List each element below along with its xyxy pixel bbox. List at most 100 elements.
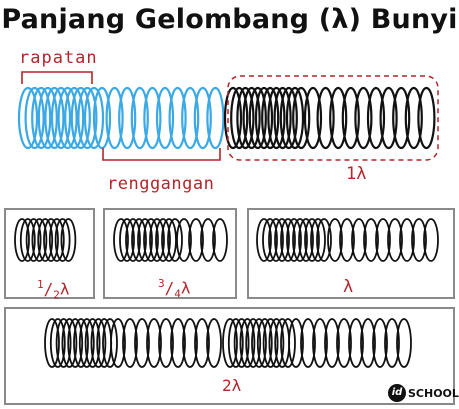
wavelength-box [247, 208, 455, 299]
spring-coil [248, 86, 267, 150]
spring-coil [285, 86, 305, 150]
top-spring [17, 86, 436, 150]
spring-coil [168, 86, 187, 150]
spring-coil [292, 86, 311, 150]
spring-coil [375, 218, 391, 262]
spring-coil [57, 86, 78, 150]
spring-coil [268, 318, 285, 368]
half-wavelength-label: 1/2λ [37, 278, 70, 302]
spring-coil [384, 318, 400, 368]
rapatan-label: rapatan [19, 48, 98, 68]
two-wavelength-box [4, 307, 455, 405]
half-wavelength-box [4, 208, 95, 299]
spring-coil [49, 318, 66, 368]
spring-coil [31, 218, 48, 262]
spring-coil [19, 218, 36, 262]
logo-badge: id [388, 384, 406, 402]
spring-coil [55, 318, 72, 368]
spring-coil [77, 86, 98, 150]
fraction-denominator: 4 [174, 287, 181, 301]
spring-coil [251, 318, 267, 368]
spring-coil [262, 318, 279, 368]
spring-coil [279, 86, 298, 150]
spring-coil [280, 218, 296, 262]
three-quarter-wavelength-spring [113, 218, 228, 262]
spring-coil [161, 218, 177, 262]
renggangan-label: renggangan [107, 174, 215, 194]
fraction-numerator: 1 [37, 278, 44, 291]
three-quarter-wavelength-label: 3/4λ [158, 277, 191, 301]
spring-coil [149, 218, 165, 262]
spring-coil [134, 318, 150, 368]
spring-coil [73, 318, 89, 368]
idschool-logo: id SCHOOL [388, 383, 459, 403]
spring-coil [119, 218, 135, 262]
wavelength-label: λ [343, 277, 354, 297]
spring-coil [280, 318, 296, 368]
spring-coil [227, 318, 244, 368]
spring-coil [230, 86, 249, 150]
spring-coil [236, 86, 255, 150]
fraction-slash: / [164, 278, 175, 298]
spring-coil [64, 86, 85, 150]
spring-coil [360, 318, 376, 368]
spring-coil [233, 318, 250, 368]
spring-coil [70, 86, 91, 150]
spring-coil [339, 218, 355, 262]
spring-coil [274, 218, 290, 262]
spring-coil [396, 318, 412, 368]
spring-coil [48, 218, 65, 262]
spring-coil [193, 86, 212, 150]
spring-coil [155, 86, 175, 150]
three-quarter-wavelength-box [103, 208, 237, 299]
spring-coil [404, 86, 423, 150]
spring-coil [143, 218, 159, 262]
spring-coil [223, 86, 243, 150]
spring-coil [372, 318, 388, 368]
spring-coil [155, 218, 171, 262]
fraction-slash: / [43, 279, 54, 299]
spring-coil [50, 86, 72, 150]
spring-coil [392, 86, 411, 150]
spring-coil [329, 86, 348, 150]
spring-coil [212, 218, 228, 262]
spring-coil [327, 218, 343, 262]
spring-coil [78, 318, 95, 368]
spring-coil [25, 218, 42, 262]
spring-coil [44, 318, 60, 368]
spring-coil [261, 86, 280, 150]
spring-coil [146, 318, 162, 368]
spring-coil [312, 318, 328, 368]
spring-coil [256, 318, 273, 368]
spring-coil [60, 218, 77, 262]
spring-coil [206, 318, 222, 368]
spring-coil [67, 318, 84, 368]
spring-coil [245, 318, 262, 368]
spring-coil [31, 86, 52, 150]
spring-coil [137, 218, 153, 262]
spring-coil [170, 318, 186, 368]
overlays-layer [4, 71, 455, 405]
wavelength-spring [256, 218, 439, 262]
spring-coil [304, 218, 320, 262]
renggangan-bracket [102, 148, 221, 161]
spring-coil [125, 218, 141, 262]
spring-coil [348, 318, 364, 368]
spring-coil [92, 86, 112, 150]
spring-coil [37, 218, 54, 262]
spring-coil [273, 86, 292, 150]
spring-coil [268, 218, 284, 262]
spring-coil [17, 86, 39, 150]
lambda-symbol: λ [180, 278, 191, 298]
spring-coil [351, 218, 367, 262]
spring-coil [44, 86, 65, 150]
half-wavelength-spring [14, 218, 77, 262]
spring-coil [113, 218, 129, 262]
spring-coil [105, 86, 124, 150]
springs-layer [14, 86, 439, 368]
spring-coil [303, 86, 323, 150]
spring-coil [256, 218, 272, 262]
two-wavelength-label: 2λ [222, 376, 242, 395]
spring-coil [118, 86, 137, 150]
logo-word: SCHOOL [408, 386, 459, 400]
